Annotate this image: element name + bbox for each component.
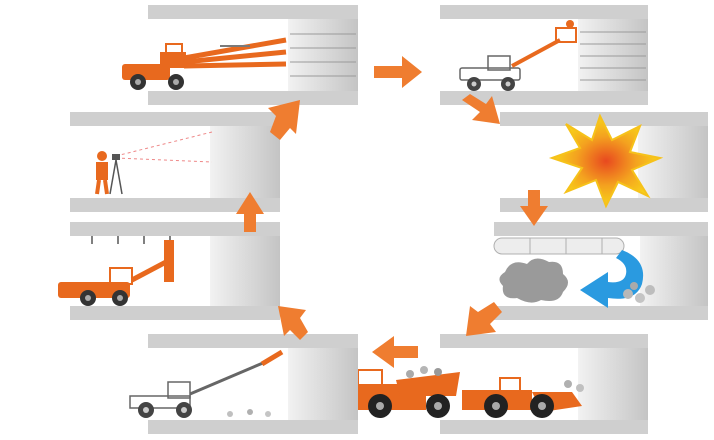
loader-truck-icon [342, 366, 584, 418]
arrow-down-left-icon [466, 302, 502, 336]
bolter-rig-icon [58, 240, 174, 306]
panel-ventilation [493, 222, 708, 320]
arrow-up-icon [236, 192, 264, 232]
panel-surveying [70, 112, 280, 212]
panel-charging [440, 5, 648, 105]
drill-rig-icon [122, 37, 287, 90]
panel-scaling [129, 334, 358, 434]
cycle-arrows [236, 56, 548, 368]
arrow-right-icon [374, 56, 422, 88]
arrow-up-left-icon [278, 306, 308, 340]
arrow-down-icon [520, 190, 548, 226]
panel-drilling [122, 5, 358, 105]
ventilation-icon [493, 237, 655, 308]
arrow-up-right-icon [268, 100, 300, 140]
arrow-down-right-icon [462, 94, 500, 124]
surveyor-icon [95, 151, 123, 195]
arrow-left-icon [372, 336, 418, 368]
panel-blasting [500, 112, 708, 212]
explosion-icon [548, 113, 664, 209]
scaler-rig-icon [129, 349, 284, 418]
charging-rig-icon [459, 20, 577, 91]
panel-bolting [58, 222, 280, 320]
